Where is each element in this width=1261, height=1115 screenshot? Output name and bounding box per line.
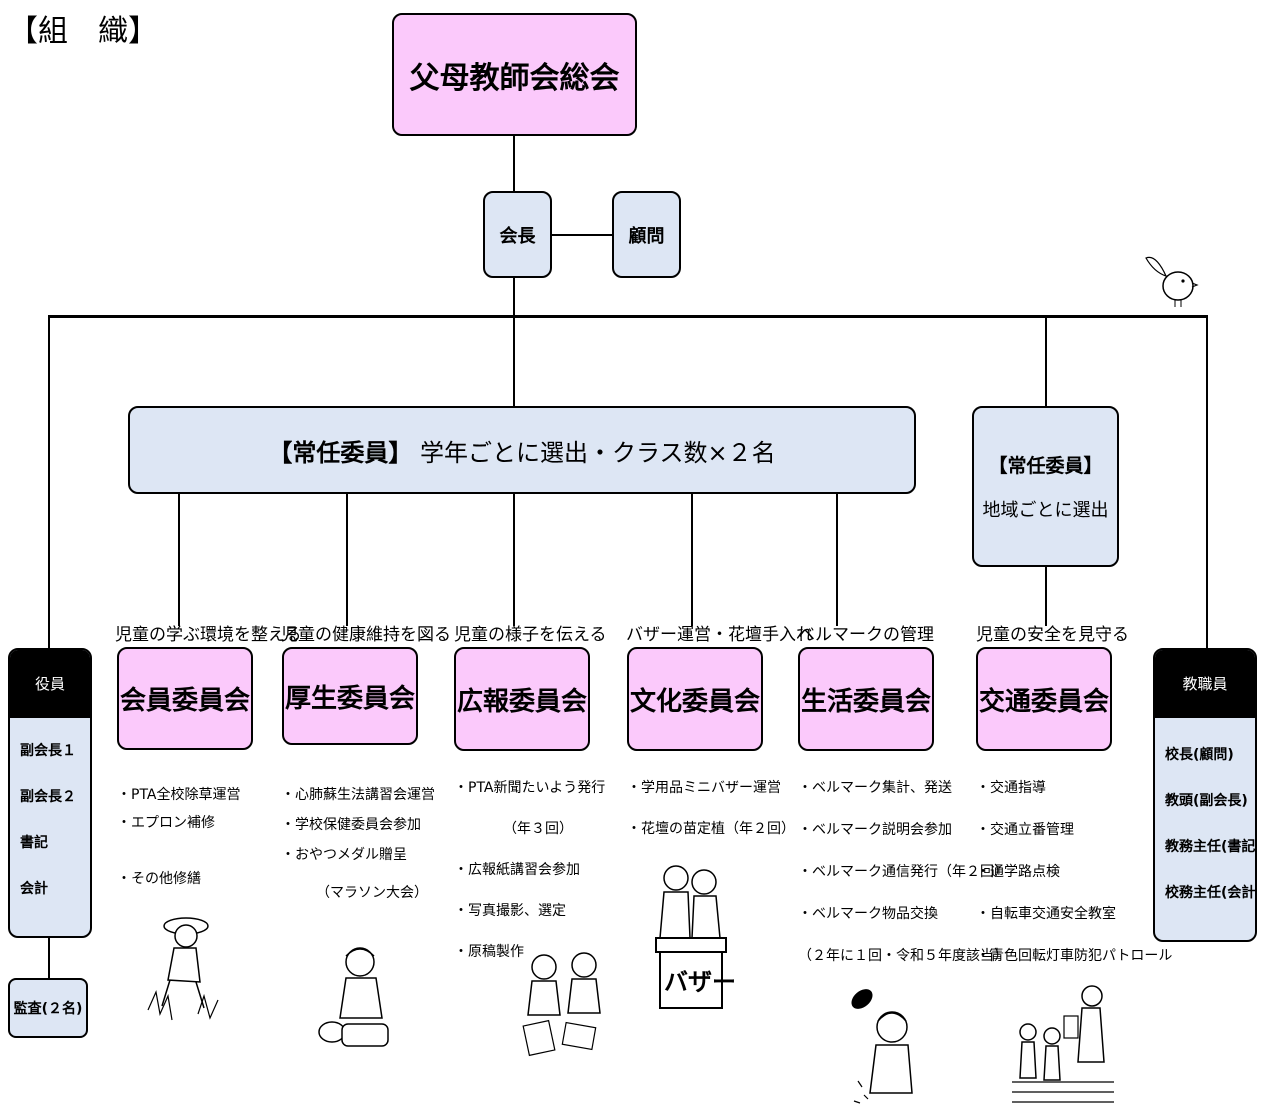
committee-tasks: ・PTA全校除草運営 ・エプロン補修 ・その他修繕 [117, 788, 240, 900]
audit-label: 監査(２名) [13, 1001, 83, 1017]
standing-members-box: 【常任委員】 学年ごとに選出・クラス数×２名 [128, 406, 916, 494]
connector [1045, 567, 1047, 626]
task-item: ・自転車交通安全教室 [976, 906, 1116, 922]
connector [513, 278, 515, 316]
committee-caption: ベルマークの管理 [798, 625, 934, 645]
staff-item: 校務主任(会計) [1165, 885, 1257, 901]
committee-tasks: ・交通指導 ・交通立番管理 ・通学路点検 ・自転車交通安全教室 ・青色回転灯車防… [976, 781, 1172, 991]
main-horizontal-line [48, 315, 1208, 318]
task-item: ・原稿製作 [454, 944, 524, 960]
staff-item: 教務主任(書記) [1165, 839, 1257, 855]
task-item: ・学校保健委員会参加 [281, 817, 421, 833]
task-item: ・学用品ミニバザー運営 [627, 780, 781, 796]
committee-name: 会員委員会 [119, 686, 250, 716]
newspaper-editing-illustration [522, 952, 601, 1057]
staff-item: 教頭(副会長) [1165, 793, 1248, 809]
connector [836, 494, 838, 626]
committee-name: 文化委員会 [629, 686, 760, 717]
committee-box: 生活委員会 [798, 647, 934, 751]
area-standing-members-box: 【常任委員】 地域ごとに選出 [972, 406, 1119, 567]
task-item: ・写真撮影、選定 [454, 903, 566, 919]
connector [48, 936, 50, 978]
advisor-label: 顧問 [628, 225, 665, 247]
task-item: ・ベルマーク通信発行（年２回） [798, 864, 1008, 880]
connector [346, 494, 348, 626]
committee-tasks: ・ベルマーク集計、発送 ・ベルマーク説明会参加 ・ベルマーク通信発行（年２回） … [798, 781, 1008, 991]
officer-item: 書記 [20, 835, 48, 851]
task-item: ・ベルマーク物品交換 [798, 906, 938, 922]
staff-item: 校長(顧問) [1165, 747, 1234, 763]
connector [1045, 316, 1047, 406]
task-item: ・エプロン補修 [117, 815, 215, 831]
officer-item: 副会長１ [20, 743, 76, 759]
connector [513, 136, 515, 191]
area-standing-members-text: 地域ごとに選出 [982, 500, 1109, 521]
staff-panel: 教職員 校長(顧問) 教頭(副会長) 教務主任(書記) 校務主任(会計) [1153, 648, 1257, 942]
bazaar-sign: バザー [664, 968, 736, 996]
connector [513, 494, 515, 626]
task-item: ・ベルマーク説明会参加 [798, 822, 952, 838]
connector [178, 494, 180, 626]
task-item: ・青色回転灯車防犯パトロール [976, 948, 1173, 964]
task-item: ・交通立番管理 [976, 822, 1074, 838]
task-item: ・広報紙講習会参加 [454, 862, 580, 878]
committee-tasks: ・PTA新聞たいよう発行 （年３回） ・広報紙講習会参加 ・写真撮影、選定 ・原… [454, 781, 605, 986]
cpr-training-illustration [318, 947, 389, 1047]
page-heading: 【組 織】 [8, 14, 158, 49]
task-item: ・ベルマーク集計、発送 [798, 780, 952, 796]
general-assembly-box: 父母教師会総会 [392, 13, 637, 136]
connector [513, 316, 515, 406]
committee-name: 厚生委員会 [284, 683, 415, 714]
officers-panel: 役員 副会長１ 副会長２ 書記 会計 [8, 648, 92, 938]
committee-box: 広報委員会 [454, 647, 590, 751]
gardening-child-illustration [147, 917, 219, 1021]
task-item: （２年に１回・令和５年度該当） [798, 948, 1008, 964]
president-label: 会長 [499, 225, 536, 247]
committee-box: 文化委員会 [627, 647, 763, 751]
connector [1206, 315, 1208, 648]
committee-caption: 児童の学ぶ環境を整える [115, 625, 302, 645]
connector [48, 315, 50, 648]
bellmark-cutting-illustration [851, 989, 913, 1104]
bazaar-illustration [655, 865, 727, 1009]
area-standing-members-bracket: 【常任委員】 [988, 455, 1103, 477]
committee-caption: 児童の様子を伝える [454, 625, 607, 645]
committee-tasks: ・学用品ミニバザー運営 ・花壇の苗定植（年２回） [627, 781, 795, 863]
committee-tasks: ・心肺蘇生法講習会運営 ・学校保健委員会参加 ・おやつメダル贈呈 （マラソン大会… [281, 788, 435, 916]
traffic-guard-illustration [1012, 985, 1114, 1103]
committee-caption: バザー運営・花壇手入れ [626, 625, 813, 645]
committee-name: 生活委員会 [800, 686, 931, 717]
task-item [117, 844, 240, 872]
standing-members-bracket: 【常任委員】 [268, 438, 413, 467]
committee-box: 交通委員会 [976, 647, 1112, 751]
bird-illustration [1145, 256, 1199, 307]
president-box: 会長 [483, 191, 552, 278]
advisor-box: 顧問 [612, 191, 681, 278]
task-item: ・心肺蘇生法講習会運営 [281, 787, 435, 803]
task-item: （マラソン大会） [281, 885, 428, 901]
task-item: ・PTA新聞たいよう発行 [454, 780, 606, 796]
committee-box: 厚生委員会 [282, 647, 418, 745]
connector [691, 494, 693, 626]
officer-item: 会計 [20, 881, 48, 897]
staff-header: 教職員 [1155, 650, 1255, 718]
task-item: ・おやつメダル贈呈 [281, 847, 407, 863]
committee-name: 交通委員会 [978, 686, 1109, 717]
task-item: ・PTA全校除草運営 [117, 787, 241, 803]
committee-caption: 児童の健康維持を図る [281, 625, 451, 645]
task-item: （年３回） [454, 821, 573, 837]
general-assembly-title: 父母教師会総会 [409, 60, 620, 96]
committee-name: 広報委員会 [456, 686, 587, 717]
standing-members-text: 学年ごとに選出・クラス数×２名 [412, 438, 776, 467]
officer-item: 副会長２ [20, 789, 76, 805]
committee-caption: 児童の安全を見守る [976, 625, 1129, 645]
audit-box: 監査(２名) [8, 978, 88, 1038]
task-item: ・通学路点検 [976, 864, 1060, 880]
task-item: ・花壇の苗定植（年２回） [627, 821, 795, 837]
task-item: ・交通指導 [976, 780, 1046, 796]
committee-box: 会員委員会 [117, 647, 253, 750]
task-item: ・その他修繕 [117, 871, 201, 887]
connector [552, 234, 612, 236]
officers-header: 役員 [10, 650, 90, 718]
